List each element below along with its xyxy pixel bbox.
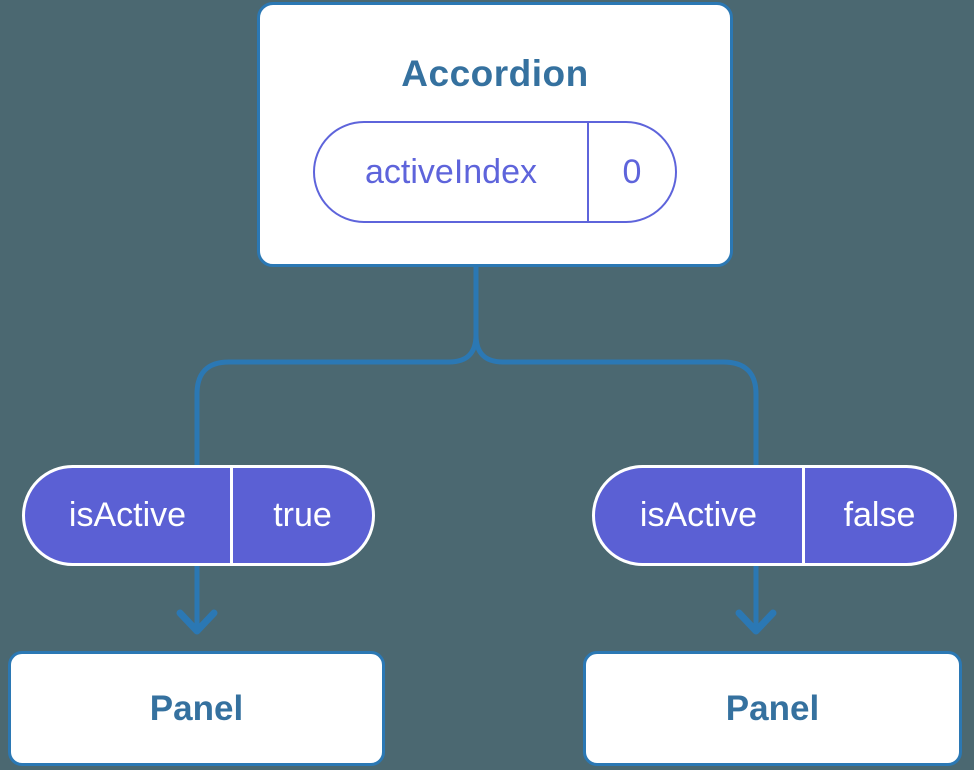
prop-pill-value: true <box>273 496 332 534</box>
panel-title: Panel <box>149 688 244 728</box>
accordion-component-box: Accordion activeIndex 0 <box>257 2 733 267</box>
prop-pill-label: isActive <box>595 468 805 563</box>
state-pill-value: 0 <box>622 152 642 191</box>
prop-pill-label: isActive <box>25 468 233 563</box>
arrowhead-down-icon <box>735 609 777 635</box>
connector-left-branch <box>194 267 479 627</box>
panel-component-box-first: Panel <box>8 651 385 766</box>
state-pill-label: activeIndex <box>315 123 589 221</box>
prop-pill-value: false <box>843 496 916 534</box>
connector-right-branch <box>473 267 759 627</box>
prop-pill-second-child: isActive false <box>592 465 957 566</box>
panel-component-box-second: Panel <box>583 651 962 766</box>
component-title: Accordion <box>401 53 589 94</box>
prop-pill-first-child: isActive true <box>22 465 375 566</box>
arrowhead-down-icon <box>176 609 218 635</box>
panel-title: Panel <box>725 688 820 728</box>
state-pill: activeIndex 0 <box>313 121 677 223</box>
